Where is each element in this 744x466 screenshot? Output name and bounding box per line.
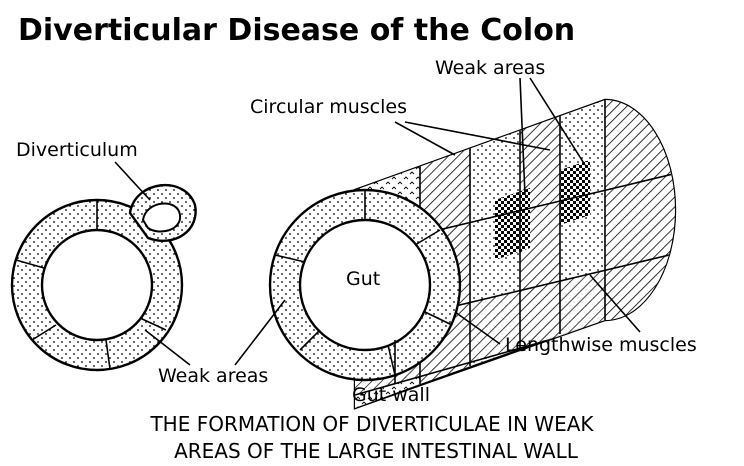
label-weak-areas-left: Weak areas: [158, 365, 268, 387]
leader-circular-muscles-1: [395, 122, 455, 155]
label-weak-areas-top: Weak areas: [435, 57, 545, 79]
diverticulum-ring: [12, 185, 196, 370]
caption-line-1: THE FORMATION OF DIVERTICULAE IN WEAK: [149, 412, 594, 436]
label-gut-wall: Gut wall: [352, 384, 430, 406]
label-gut: Gut: [346, 268, 380, 290]
label-circular-muscles: Circular muscles: [250, 96, 407, 118]
caption-line-2: AREAS OF THE LARGE INTESTINAL WALL: [174, 439, 579, 463]
leader-weak-areas-left-2: [235, 300, 285, 365]
label-diverticulum: Diverticulum: [16, 139, 138, 161]
label-lengthwise-muscles: Lengthwise muscles: [505, 334, 697, 356]
leader-diverticulum: [115, 162, 150, 200]
diagram-title: Diverticular Disease of the Colon: [18, 13, 575, 48]
colon-cylinder: [270, 100, 690, 408]
